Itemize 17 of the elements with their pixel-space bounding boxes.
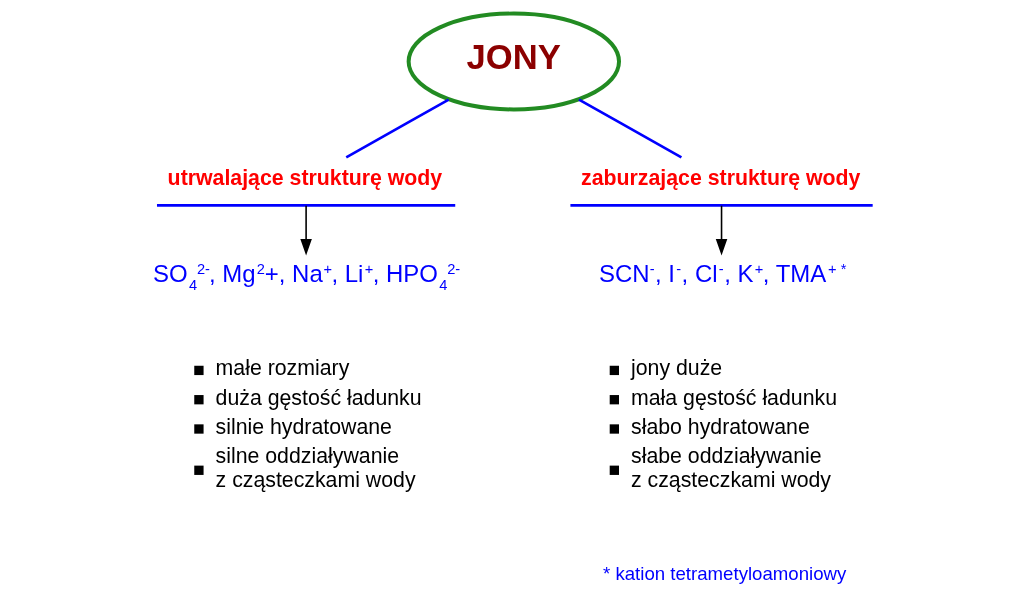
node-label: słabe oddziaływanie z cząsteczkami wody: [631, 444, 832, 493]
node-text: zaburzające strukturę wody: [581, 166, 861, 191]
arrow: [300, 204, 312, 256]
node-text: SCN$^{-}$, I$^{-}$, Cl$^{-}$, K$^{+}$, TMA$^{+ *}$: [599, 259, 847, 287]
label: * kation tetrametyloamoniowy: [603, 563, 847, 585]
node-text: utrwalające strukturę wody: [167, 166, 443, 191]
node-ellipse: JONY: [406, 11, 621, 112]
node-label: silne oddziaływanie z cząsteczkami wody: [215, 444, 416, 493]
node-label: mała gęstość ładunku: [631, 385, 837, 410]
node-label: silnie hydratowane: [215, 415, 392, 440]
node-label: duża gęstość ładunku: [215, 385, 422, 410]
node-label: jony duże: [631, 356, 723, 381]
node-label: słabo hydratowane: [631, 415, 810, 440]
connector: [578, 98, 683, 159]
arrow: [715, 204, 728, 256]
connector: [345, 98, 450, 159]
node-label: małe rozmiary: [215, 356, 350, 381]
